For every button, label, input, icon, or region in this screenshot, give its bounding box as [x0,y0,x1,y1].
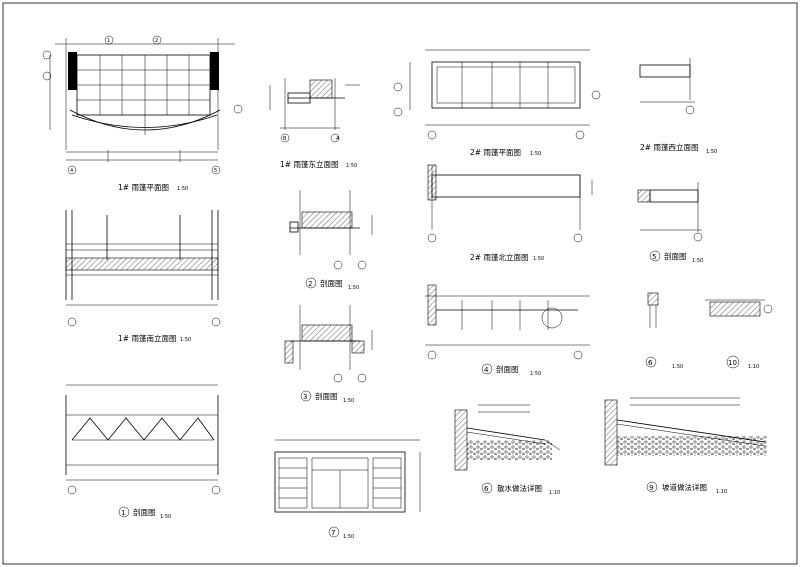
section-2-drawing [289,190,373,270]
section-3-scale: 1:50 [343,398,354,404]
section-4-scale: 1:50 [530,371,541,377]
section-2-scale: 1:50 [348,285,359,291]
section-2-number: 2 [308,280,312,288]
section-3-number: 3 [303,393,307,401]
east-elevation-1-scale: 1:50 [346,163,357,169]
north-elevation-2-title: 2# 雨篷北立面图 [470,252,528,262]
axis-label-a: A [336,136,340,142]
south-elevation-1-drawing [65,210,221,327]
ramp-detail-number: 9 [649,484,653,492]
apron-detail-badge [481,482,493,494]
apron-detail-title: 散水做法详图 [497,483,542,493]
axis-label-5: 5 [214,168,217,174]
west-elevation-2-drawing [639,58,695,115]
section-4-number: 4 [484,366,489,374]
section-5-drawing [637,182,703,242]
plan-1-title: 1# 雨篷平面图 [118,182,169,192]
apron-detail-drawing [454,404,561,471]
detail-10-badge [726,355,740,369]
plan-2-title: 2# 雨篷平面图 [470,147,521,157]
ramp-detail-title: 坡道做法详图 [662,482,707,492]
section-2-title: 剖面图 [320,278,343,288]
south-elevation-1-title: 1# 雨篷南立面图 [118,333,176,343]
east-elevation-1-drawing [269,78,360,143]
section-4-badge [481,363,493,375]
section-5-title: 剖面图 [664,251,687,261]
plan-2-scale: 1:50 [530,151,541,157]
north-elevation-2-drawing [427,164,593,243]
detail-10-scale: 1:10 [748,364,759,370]
door-7-number-label: 7 [331,529,335,537]
detail-6-badge [645,356,657,368]
section-2-badge [305,277,317,289]
detail-6-scale: 1:50 [672,364,683,370]
east-elevation-1-title: 1# 雨篷东立面图 [280,159,338,169]
door-7-drawing [274,439,421,513]
ramp-detail-drawing [604,397,767,466]
west-elevation-2-title: 2# 雨篷西立面图 [640,142,698,152]
axis-label-b: B [283,136,287,142]
axis-label-4: 4 [70,168,73,174]
section-1-badge [118,506,130,518]
section-3-drawing [284,305,373,383]
section-1-drawing [65,384,221,495]
south-elevation-1-scale: 1:50 [180,337,191,343]
axis-label-1: 1 [107,38,110,44]
section-4-drawing [425,284,590,360]
door-7-scale: 1:50 [343,534,354,540]
section-1-number: 1 [121,509,125,517]
detail-6-drawing [647,292,659,328]
plan-2-drawing [393,49,601,140]
detail-10-drawing [705,299,773,317]
apron-detail-scale: 1:10 [549,490,560,496]
section-1-scale: 1:50 [160,514,171,520]
apron-detail-number: 6 [484,485,489,493]
ramp-detail-scale: 1:10 [716,489,727,495]
plan-1-scale: 1:50 [177,186,188,192]
section-3-badge [300,390,312,402]
section-5-badge [649,250,661,262]
detail-10-number: 10 [728,359,737,367]
section-4-title: 剖面图 [496,364,519,374]
ramp-detail-badge [646,481,658,493]
section-5-scale: 1:50 [692,258,703,264]
section-1-title: 剖面图 [133,507,156,517]
north-elevation-2-scale: 1:50 [533,256,544,262]
section-3-title: 剖面图 [315,391,338,401]
section-5-number: 5 [652,253,656,261]
plan-1-drawing [42,35,243,175]
axis-label-2: 2 [155,38,158,44]
detail-6-number: 6 [648,359,653,367]
west-elevation-2-scale: 1:50 [706,149,717,155]
door-7-badge [328,526,340,538]
